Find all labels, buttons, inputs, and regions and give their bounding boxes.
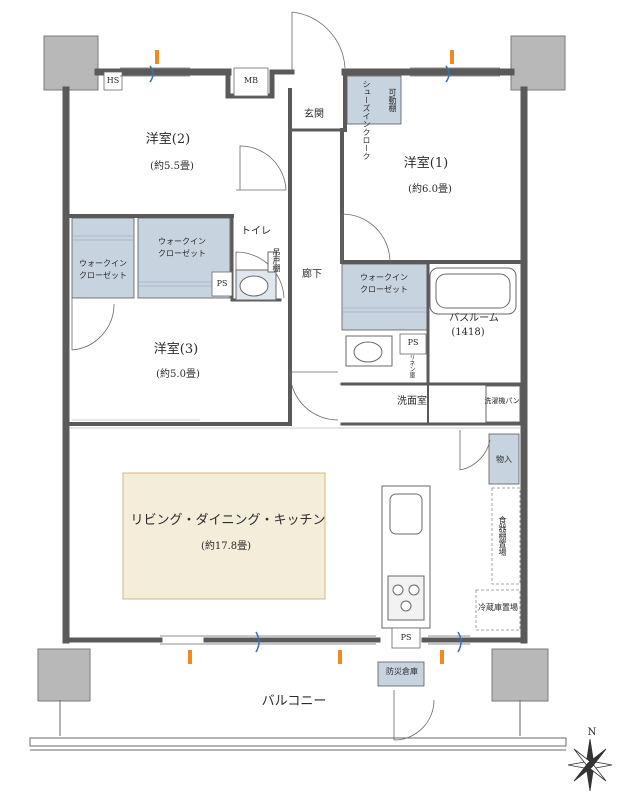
corridor-label: 廊下 <box>302 269 322 280</box>
movable-shelf-label: 可動棚 <box>388 88 397 112</box>
room2-name: 洋室(2) <box>145 132 191 147</box>
disaster-storage-label: 防災倉庫 <box>386 667 418 676</box>
entrance-label: 玄関 <box>304 109 324 120</box>
mb-label: MB <box>243 76 259 85</box>
storage-small-label: 物入 <box>496 455 512 464</box>
hs-label: HS <box>106 76 120 85</box>
shoes-in-cloak-label: シューズインクローク <box>362 80 371 160</box>
balcony-label: バルコニー <box>261 694 327 709</box>
washer-pan-label: 洗濯機パン <box>484 397 520 405</box>
ps-label-kitchen: PS <box>400 633 412 642</box>
washroom-label: 洗面室 <box>397 396 427 407</box>
wic-right-line2: クローゼット <box>360 285 408 294</box>
ps-label-wash: PS <box>407 338 419 347</box>
bathroom-size: (1418) <box>451 327 485 338</box>
linen-label: リネン庫 <box>408 354 415 378</box>
structural-columns <box>37 35 566 702</box>
fridge-label: 冷蔵庫置場 <box>478 603 518 612</box>
vents <box>149 50 462 664</box>
room1-name: 洋室(1) <box>403 156 449 171</box>
wic-left-line2: クローゼット <box>79 271 127 280</box>
hanging-shelf-label: 吊戸棚 <box>272 248 281 272</box>
ps-label-toilet: PS <box>216 279 228 288</box>
windows <box>120 67 500 645</box>
room1-size: (約6.0畳) <box>408 184 452 195</box>
wic-left-line1: ウォークイン <box>79 259 127 268</box>
wic-mid-line2: クローゼット <box>158 249 206 258</box>
bathroom-label: バスルーム <box>449 313 499 324</box>
kitchen-counter <box>381 485 431 629</box>
bathtub <box>429 267 517 315</box>
north-label: N <box>587 727 597 738</box>
ldk-floor-area <box>122 472 326 600</box>
wic-mid-line1: ウォークイン <box>158 237 206 246</box>
room3-size: (約5.0畳) <box>156 369 200 380</box>
room2-size: (約5.5畳) <box>150 161 194 172</box>
room3-name: 洋室(3) <box>153 342 199 357</box>
toilet-label: トイレ <box>241 226 271 237</box>
ldk-size: (約17.8畳) <box>200 541 252 552</box>
wic-right-line1: ウォークイン <box>360 273 408 282</box>
balcony-outline <box>29 700 567 751</box>
ldk-name: リビング・ダイニング・キッチン <box>130 513 326 528</box>
dish-shelf-label: 食器棚置場 <box>498 516 507 556</box>
compass-icon <box>567 738 613 792</box>
